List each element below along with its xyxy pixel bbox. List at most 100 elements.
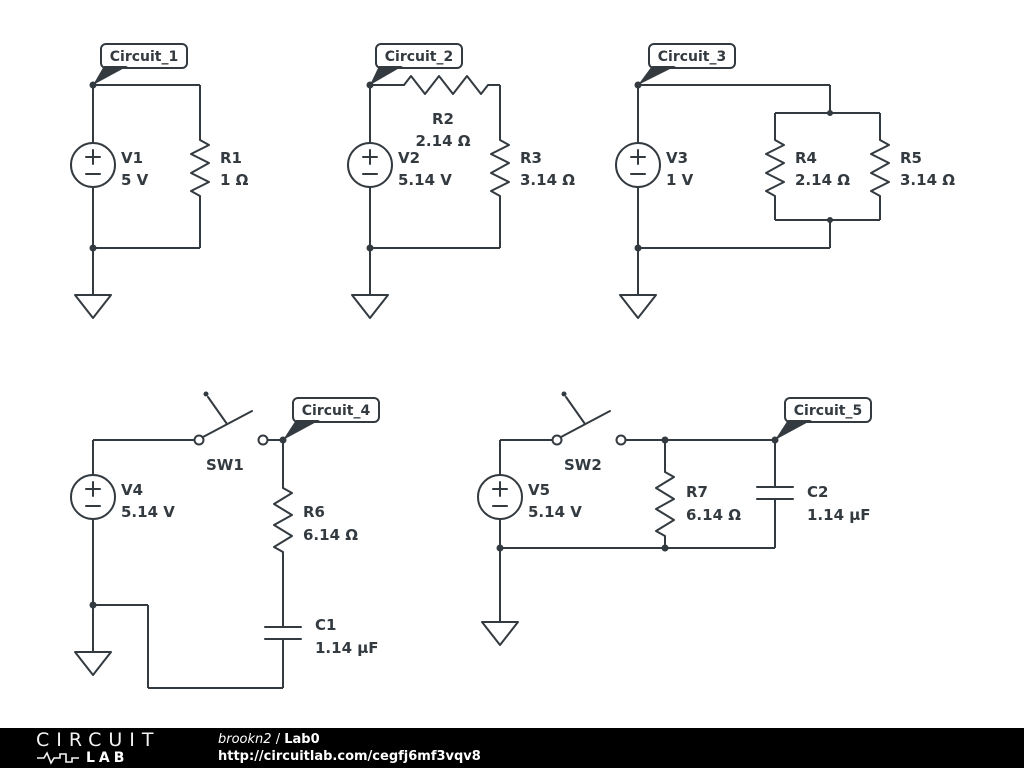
circuit-2-group: V2 5.14 V R2 2.14 Ω R3 3.14 Ω Circuit_2	[347, 43, 575, 319]
balloon-label: Circuit_5	[794, 403, 862, 419]
r1-value-label: 1 Ω	[220, 171, 249, 189]
ground-symbol[interactable]	[351, 294, 389, 319]
voltage-source-v3[interactable]: V3 1 V	[615, 142, 694, 189]
balloon-pointer	[638, 66, 676, 85]
wire	[92, 439, 284, 689]
circuitlab-logo[interactable]: CIRCUIT LAB	[36, 730, 188, 766]
voltage-source-v5[interactable]: V5 5.14 V	[477, 474, 582, 521]
junction-dot	[827, 110, 833, 116]
sw2-name-label: SW2	[564, 456, 602, 474]
wire	[637, 84, 881, 295]
resistor-r5[interactable]: R5 3.14 Ω	[870, 139, 955, 197]
project-name: Lab0	[284, 732, 320, 747]
resistor-zigzag	[870, 139, 890, 197]
r7-name-label: R7	[686, 483, 708, 501]
ground-triangle	[74, 651, 112, 676]
balloon-label: Circuit_4	[302, 403, 371, 419]
voltage-source-v2[interactable]: V2 5.14 V	[347, 142, 452, 189]
waveform-icon	[37, 751, 79, 765]
switch-terminal	[257, 434, 269, 446]
node-dot	[366, 81, 374, 89]
resistor-r6[interactable]: R6 6.14 Ω	[273, 487, 358, 553]
capacitor-plates	[264, 626, 302, 640]
v4-value-label: 5.14 V	[121, 503, 175, 521]
v5-value-label: 5.14 V	[528, 503, 582, 521]
schematic-area: V1 5 V R1 1 Ω Circuit_1 V2 5.14 V	[0, 0, 1024, 728]
balloon-box	[292, 397, 380, 423]
c2-value-label: 1.14 µF	[807, 506, 871, 524]
v5-name-label: V5	[528, 481, 550, 499]
switch-sw2[interactable]: SW2	[551, 391, 627, 475]
r3-name-label: R3	[520, 149, 542, 167]
ground-symbol[interactable]	[481, 621, 519, 646]
voltage-source-v1[interactable]: V1 5 V	[70, 142, 149, 189]
switch-terminal	[193, 434, 205, 446]
label-balloon-circuit-5[interactable]: Circuit_5	[775, 397, 872, 440]
c2-name-label: C2	[807, 483, 828, 501]
label-balloon-circuit-3[interactable]: Circuit_3	[638, 43, 736, 85]
actuator-tip	[203, 391, 209, 397]
ground-symbol[interactable]	[619, 294, 657, 319]
circuit-4-group: SW1 V4 5.14 V R6 6.14 Ω C1 1.14 µF Circu…	[70, 391, 380, 689]
capacitor-c2[interactable]: C2 1.14 µF	[756, 483, 871, 524]
v4-name-label: V4	[121, 481, 143, 499]
ground-triangle	[351, 294, 389, 319]
label-balloon-circuit-1[interactable]: Circuit_1	[93, 43, 188, 85]
resistor-zigzag	[273, 487, 293, 553]
balloon-box	[100, 43, 188, 69]
balloon-box	[784, 397, 872, 423]
resistor-zigzag	[490, 139, 510, 197]
r5-value-label: 3.14 Ω	[900, 171, 955, 189]
v3-value-label: 1 V	[666, 171, 694, 189]
balloon-pointer	[370, 66, 403, 85]
resistor-zigzag	[403, 75, 489, 95]
junction-dot	[89, 244, 97, 252]
junction-dot	[89, 601, 97, 609]
balloon-label: Circuit_1	[110, 49, 178, 65]
label-balloon-circuit-4[interactable]: Circuit_4	[283, 397, 380, 440]
plus-sign	[492, 481, 508, 497]
resistor-zigzag	[190, 139, 210, 197]
voltage-source-v4[interactable]: V4 5.14 V	[70, 474, 175, 521]
balloon-box	[375, 43, 463, 69]
ground-symbol[interactable]	[74, 294, 112, 319]
node-dot	[771, 436, 779, 444]
resistor-r4[interactable]: R4 2.14 Ω	[765, 139, 850, 197]
v3-name-label: V3	[666, 149, 688, 167]
c1-value-label: 1.14 µF	[315, 639, 379, 657]
node-dot	[89, 81, 97, 89]
junction-dot	[634, 244, 642, 252]
balloon-pointer	[93, 66, 128, 85]
resistor-r3[interactable]: R3 3.14 Ω	[490, 139, 575, 197]
junction-dot	[827, 217, 833, 223]
wire	[92, 84, 201, 295]
switch-actuator	[207, 396, 228, 425]
balloon-box	[648, 43, 736, 69]
r2-name-label: R2	[432, 110, 454, 128]
logo-lab-text: LAB	[86, 750, 129, 766]
switch-terminal	[615, 434, 627, 446]
label-balloon-circuit-2[interactable]: Circuit_2	[370, 43, 463, 85]
circuit-5-group: SW2 V5 5.14 V R7 6.14 Ω C2 1.14 µF Ci	[477, 391, 872, 646]
capacitor-c1[interactable]: C1 1.14 µF	[264, 616, 379, 657]
ground-symbol[interactable]	[74, 651, 112, 676]
share-url[interactable]: http://circuitlab.com/cegfj6mf3vqv8	[218, 749, 481, 764]
r4-name-label: R4	[795, 149, 817, 167]
schematic-canvas[interactable]: V1 5 V R1 1 Ω Circuit_1 V2 5.14 V	[0, 0, 1024, 728]
resistor-r2[interactable]: R2 2.14 Ω	[403, 75, 489, 150]
switch-sw1[interactable]: SW1	[193, 391, 269, 475]
circuit-1-group: V1 5 V R1 1 Ω Circuit_1	[70, 43, 249, 319]
resistor-zigzag	[655, 471, 675, 537]
resistor-r1[interactable]: R1 1 Ω	[190, 139, 249, 197]
resistor-zigzag	[765, 139, 785, 197]
wire	[499, 439, 776, 622]
footer-bar: CIRCUIT LAB brookn2 / Lab0 http://circui…	[0, 728, 1024, 768]
node-dot	[634, 81, 642, 89]
balloon-label: Circuit_3	[658, 49, 726, 65]
switch-actuator	[565, 396, 586, 425]
junction-dot	[366, 244, 374, 252]
balloon-pointer	[775, 420, 812, 440]
circuit-3-group: V3 1 V R4 2.14 Ω R5 3.14 Ω Circuit_3	[615, 43, 955, 319]
actuator-tip	[561, 391, 567, 397]
resistor-r7[interactable]: R7 6.14 Ω	[655, 471, 741, 537]
